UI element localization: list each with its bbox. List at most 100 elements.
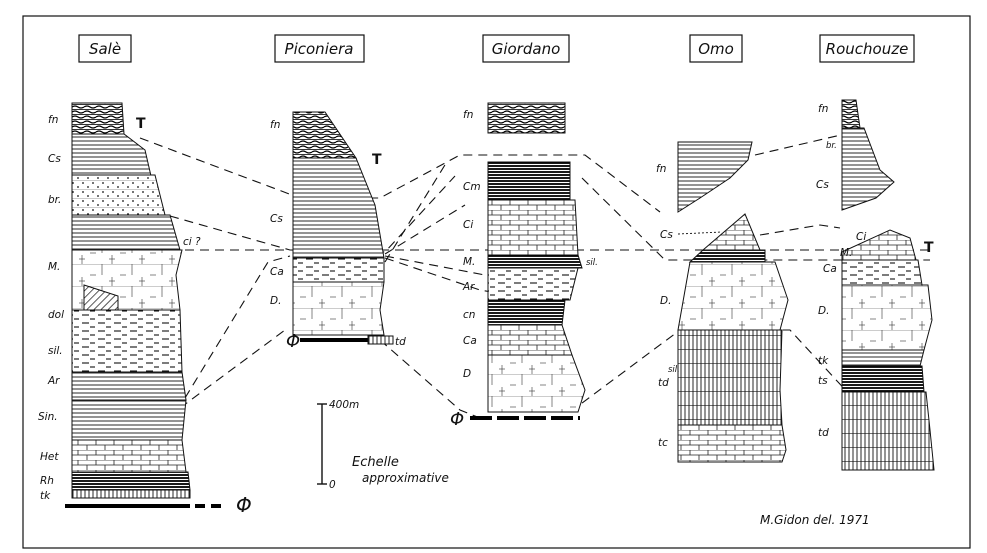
piconiera-label-cs: Cs [270, 213, 283, 225]
scale-caption-line2: approximative [362, 471, 449, 485]
column-titles: Salè Piconiera Giordano Omo Rouchouze [78, 34, 915, 63]
piconiera-ca-unit [292, 257, 385, 283]
omo-tc-unit [677, 424, 787, 463]
scale-bottom-label: 0 [329, 479, 336, 491]
giordano-cn-unit [487, 299, 566, 326]
scale-top-label: 400m [329, 399, 359, 411]
omo-td-unit [677, 329, 783, 426]
author-credit: M.Gidon del. 1971 [760, 513, 870, 527]
piconiera-cs-unit [292, 157, 385, 259]
piconiera-t-mark: T [372, 152, 382, 168]
column-title-rouchouze: Rouchouze [826, 40, 909, 58]
piconiera-label-ca: Ca [270, 266, 284, 278]
giordano-label-fn: fn [463, 109, 473, 121]
title-box-piconiera [274, 34, 365, 63]
omo-label-sil: sil. [668, 365, 680, 375]
omo-label-d: D. [660, 295, 671, 307]
scale-bar: 400m 0 Echelle approximative [317, 399, 449, 491]
giordano-ci-unit [487, 199, 579, 256]
scale-caption-line1: Echelle [352, 455, 399, 470]
giordano-ca-unit [487, 324, 573, 356]
rouchouze-fn-unit [841, 99, 861, 129]
sale-br-unit [71, 174, 166, 216]
omo-label-td: td [658, 377, 669, 389]
title-box-rouchouze [819, 34, 915, 63]
sale-label-dol: dol [48, 309, 64, 321]
piconiera-td-lens [367, 335, 394, 345]
omo-cs-unit [701, 213, 761, 251]
rouchouze-label-ca: Ca [823, 263, 837, 275]
sale-label-rh: Rh [40, 475, 54, 487]
column-title-piconiera: Piconiera [285, 40, 354, 58]
rouchouze-label-tk: tk [818, 355, 829, 367]
piconiera-d-unit [292, 281, 385, 336]
rouchouze-td-unit [841, 391, 935, 471]
piconiera-phi-symbol: Φ [286, 331, 300, 352]
sale-label-ci: ci ? [183, 236, 201, 248]
sale-het-unit [71, 439, 187, 473]
title-box-giordano [482, 34, 570, 63]
sale-ci-unit [71, 214, 181, 251]
sale-label-tk: tk [40, 490, 51, 502]
sale-t-mark: T [136, 116, 146, 132]
title-box-sale [78, 34, 132, 63]
rouchouze-label-fn: fn [818, 103, 828, 115]
sale-sil-unit [71, 309, 183, 373]
sale-label-br: br. [48, 194, 61, 206]
rouchouze-t-mark: T [924, 240, 934, 256]
column-rouchouze: fn br. Cs Ci M. Ca D. tk ts td T [816, 99, 935, 471]
giordano-m-unit [487, 254, 583, 269]
column-sale: fn Cs br. ci ? M. dol sil. Ar Sin. Het R… [38, 102, 252, 517]
rouchouze-label-td: td [818, 427, 829, 439]
rouchouze-ts-unit [841, 365, 925, 393]
rouchouze-tk-unit [841, 349, 925, 367]
sale-rh-unit [71, 471, 191, 491]
title-box-omo [689, 34, 743, 63]
rouchouze-d-unit [841, 284, 933, 351]
omo-label-fn: fn [656, 163, 666, 175]
column-giordano: fn Cm Ci M. sil. Ar cn Ca D Φ [450, 102, 598, 430]
rouchouze-ca-unit [841, 259, 923, 286]
column-title-sale: Salè [89, 40, 121, 58]
giordano-label-ar: Ar [462, 281, 475, 293]
sale-ar-unit [71, 371, 187, 401]
giordano-label-cm: Cm [463, 181, 481, 193]
sale-label-sil: sil. [48, 345, 63, 357]
sale-phi-symbol: Φ [236, 493, 252, 517]
giordano-label-m: M. [463, 256, 475, 268]
piconiera-label-td: td [395, 336, 406, 348]
rouchouze-ci-unit [841, 229, 917, 261]
sale-label-ar: Ar [47, 375, 60, 387]
omo-label-tc: tc [658, 437, 668, 449]
omo-cs-pointer [677, 231, 723, 235]
rouchouze-label-cs: Cs [816, 179, 829, 191]
giordano-phi-symbol: Φ [450, 409, 464, 430]
giordano-cm-unit [487, 161, 571, 201]
sale-label-fn: fn [48, 114, 58, 126]
sale-label-m: M. [48, 261, 60, 273]
giordano-fn-unit [487, 102, 566, 134]
sale-fn-unit [71, 102, 125, 135]
giordano-label-sil: sil. [586, 258, 598, 268]
giordano-label-d: D [463, 368, 471, 380]
sale-label-sin: Sin. [38, 411, 58, 423]
giordano-d-unit [487, 354, 586, 413]
column-title-omo: Omo [698, 40, 734, 58]
sale-label-cs: Cs [48, 153, 61, 165]
piconiera-label-d: D. [270, 295, 281, 307]
rouchouze-label-br: br. [826, 141, 837, 151]
rouchouze-cs-unit [841, 127, 895, 211]
piconiera-label-fn: fn [270, 119, 280, 131]
omo-ci-unit [688, 249, 766, 263]
column-omo: fn Cs D. sil. td tc [656, 141, 789, 463]
rouchouze-label-m: M. [840, 247, 852, 259]
giordano-label-ca: Ca [463, 335, 477, 347]
sale-label-het: Het [40, 451, 59, 463]
figure-frame [22, 15, 971, 549]
omo-fn-unit [677, 141, 753, 213]
rouchouze-label-d: D. [818, 305, 829, 317]
column-title-giordano: Giordano [492, 40, 561, 58]
sale-sin-unit [71, 399, 187, 441]
column-piconiera: fn Cs Ca D. td T Φ [270, 111, 406, 352]
